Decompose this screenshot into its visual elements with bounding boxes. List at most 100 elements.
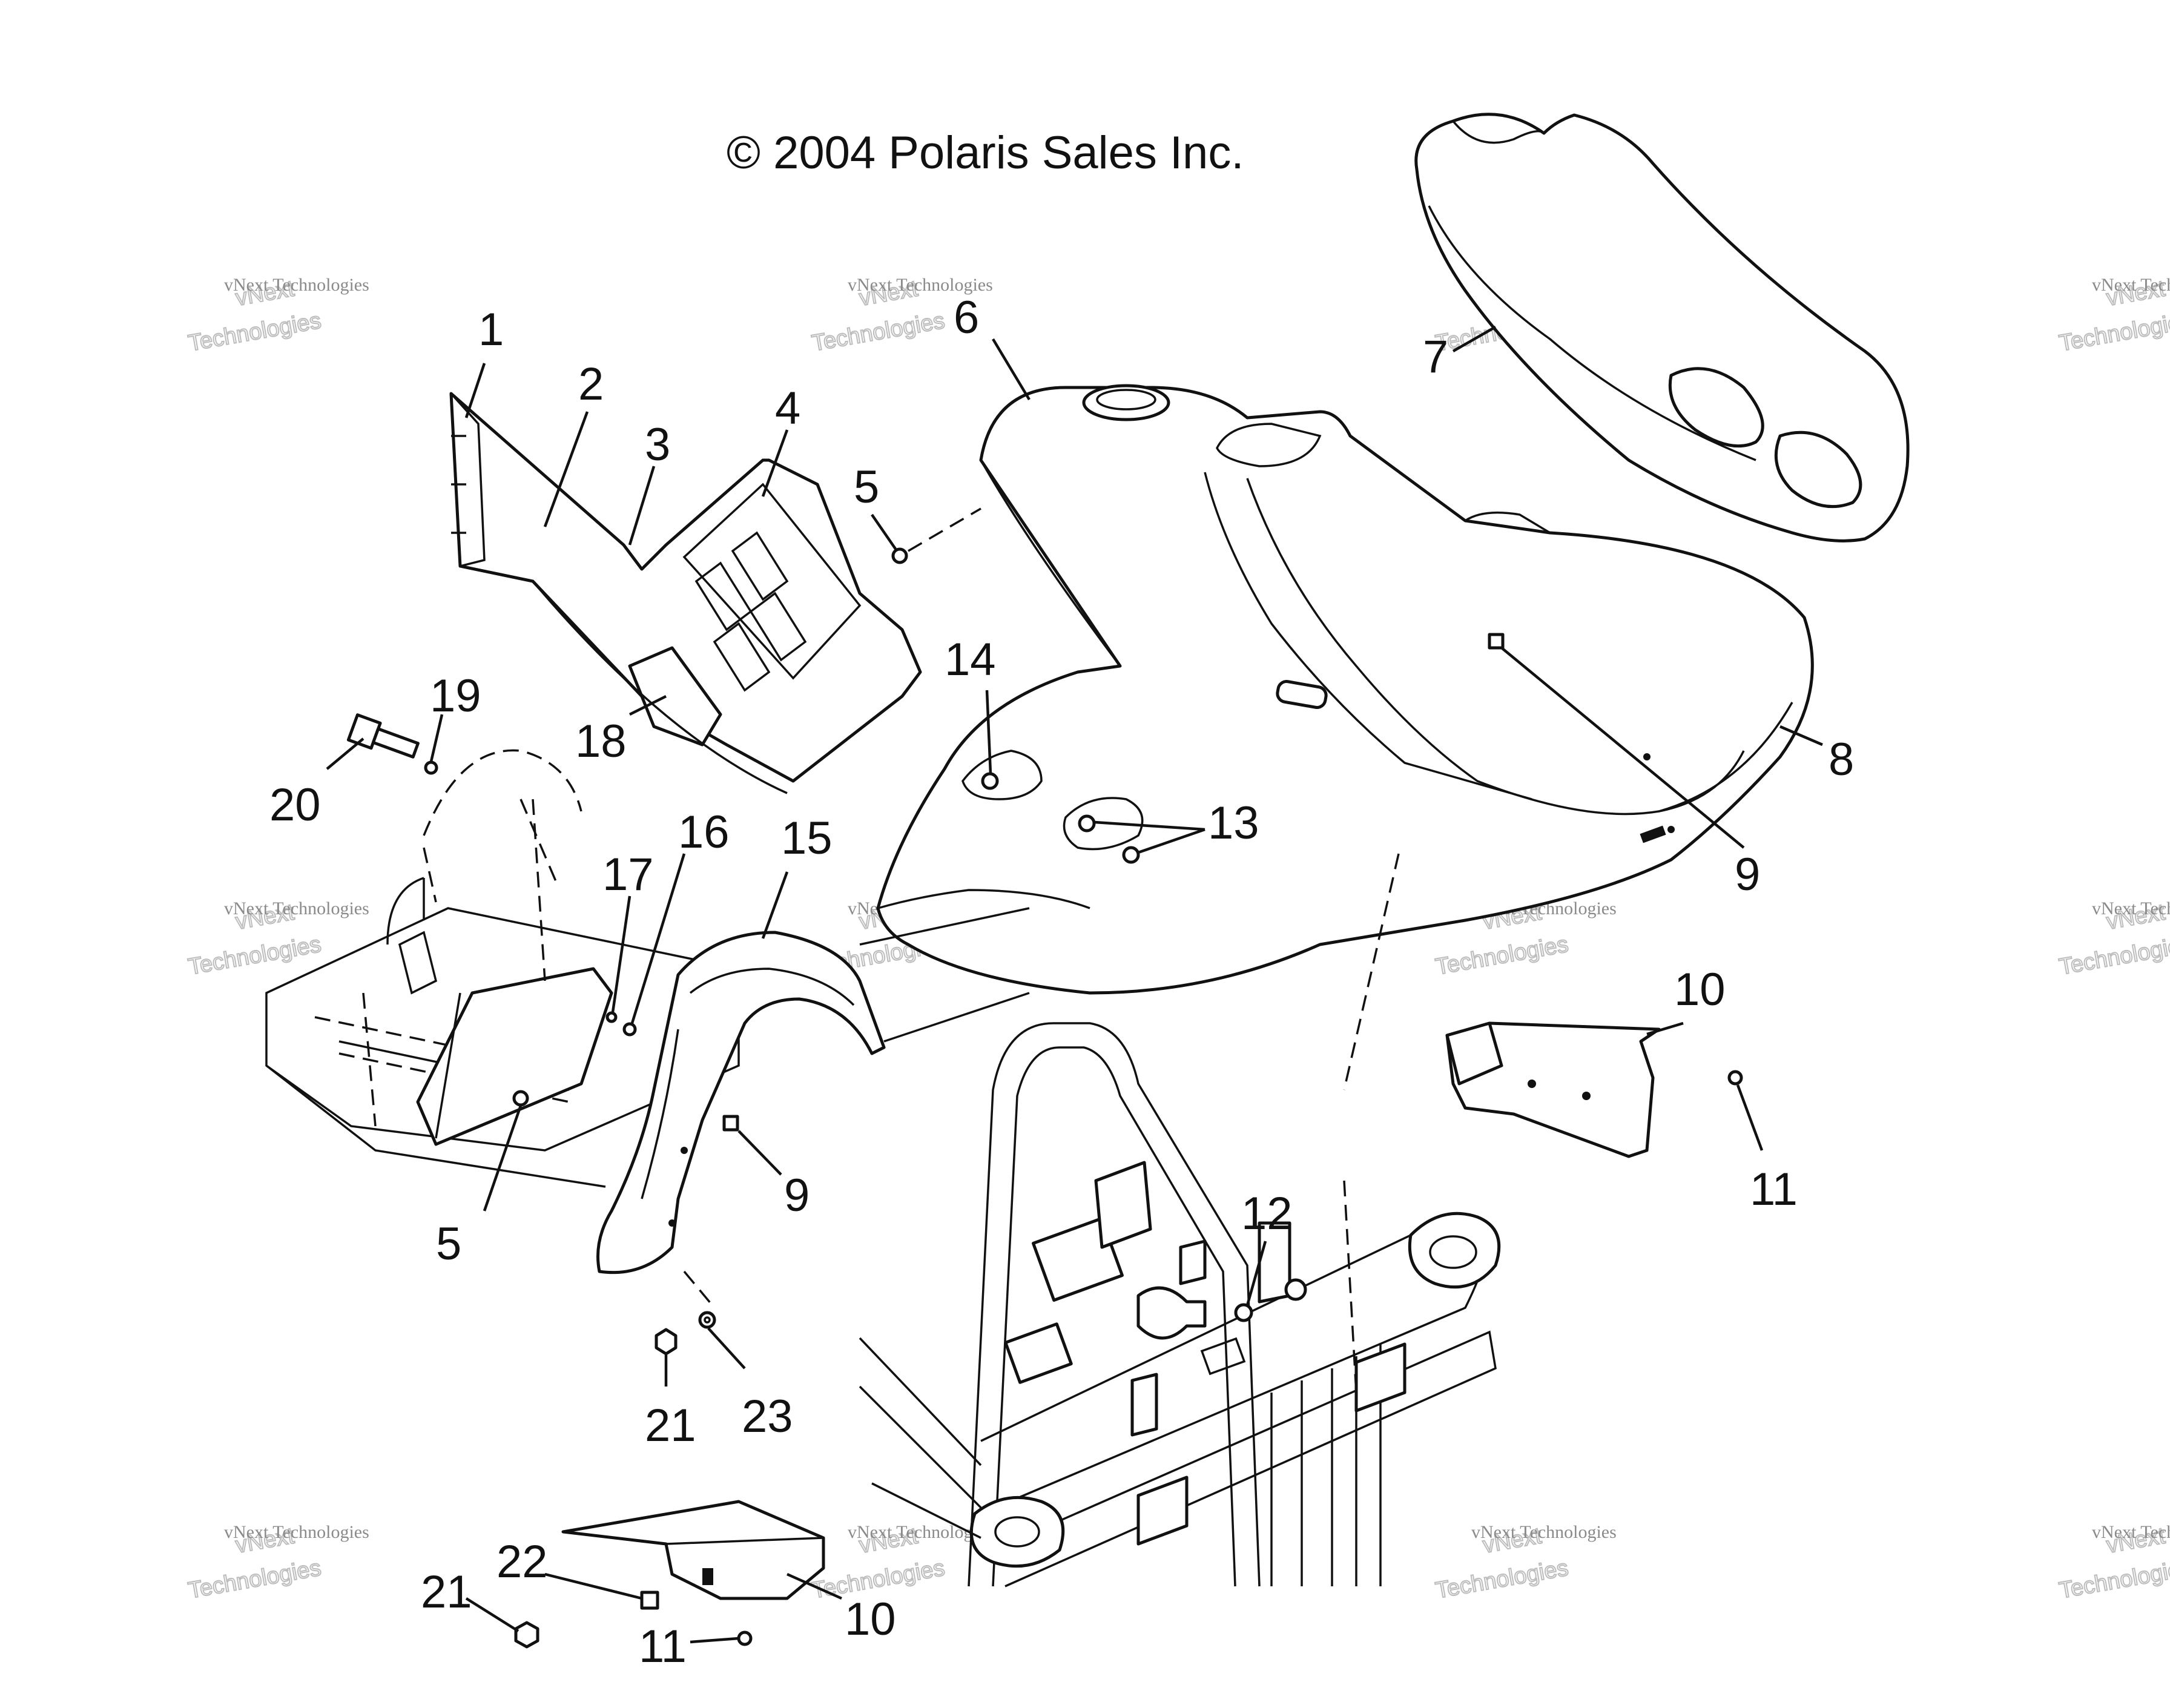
leader-2 [543, 411, 589, 527]
frame-receiver-b [1136, 1476, 1189, 1546]
frame-right-hole [1429, 1235, 1477, 1269]
plate-10-bottom [561, 1500, 825, 1600]
part-10-right-bracket [1445, 1021, 1661, 1158]
flare-hole-a [681, 1147, 688, 1154]
copyright-notice: © 2004 Polaris Sales Inc. [727, 127, 1244, 179]
part-7-seat [1414, 113, 1910, 542]
callout-4: 4 [775, 383, 800, 434]
part-6-side-crease [980, 460, 1121, 667]
frame-bracket-2 [1179, 1239, 1207, 1285]
callout-15: 15 [781, 813, 833, 864]
part-20-bolt [346, 713, 420, 759]
part-1-flange [450, 392, 486, 567]
watermark-big-bottom: Technologies [2057, 932, 2170, 980]
watermark-small: vNext Technologies [224, 275, 369, 295]
part-8-badge [1640, 825, 1666, 843]
frame-side-rail [859, 1337, 982, 1539]
leader-12 [1245, 1241, 1267, 1306]
seat-pocket-2 [1774, 430, 1862, 509]
watermark-big-bottom: Technologies [1434, 1555, 1571, 1604]
watermark-big-bottom: Technologies [186, 932, 323, 980]
callout-21-mid: 21 [645, 1400, 696, 1451]
leader-14 [985, 690, 992, 774]
frame-front-post [968, 1022, 1261, 1587]
part-11-rivet-right [1727, 1070, 1743, 1086]
callout-7: 7 [1423, 331, 1448, 383]
part-13-nut-b [1122, 846, 1140, 864]
leader-23 [707, 1327, 746, 1370]
watermark-small: vNext Technologies [224, 1522, 369, 1542]
callout-23: 23 [742, 1391, 793, 1442]
part-14-fastener [981, 772, 999, 790]
flare-hole-b [668, 1219, 676, 1227]
callout-12: 12 [1241, 1188, 1293, 1239]
callout-8: 8 [1829, 734, 1854, 785]
footwell-bracket-fold [435, 992, 461, 1139]
leader-9-flare [737, 1130, 782, 1176]
frame-receiver-a [1354, 1342, 1407, 1413]
seat-side-crease [1428, 205, 1756, 461]
leader-9-top [1500, 647, 1745, 849]
leader-13-a [1094, 820, 1205, 831]
bracket-10-right-clip [1445, 1021, 1503, 1086]
callout-13: 13 [1208, 797, 1259, 849]
part-4-vent-slot-2 [731, 531, 789, 601]
leader-22 [544, 1572, 642, 1600]
leader-5-top-dash [908, 507, 981, 552]
left-inner-panel [449, 392, 922, 794]
frame-plate-2 [1004, 1322, 1073, 1384]
callout-11-right: 11 [1750, 1164, 1798, 1215]
footwell-dashed-arch [423, 749, 582, 836]
callout-10-bottom: 10 [845, 1594, 896, 1645]
callout-19: 19 [430, 670, 481, 722]
callout-5-left: 5 [436, 1218, 461, 1270]
watermark-big-bottom: Technologies [810, 308, 947, 357]
callout-1: 1 [478, 304, 504, 355]
leader-21-bottom [465, 1597, 519, 1632]
part-1-tabs [451, 435, 466, 534]
leader-6 [992, 338, 1031, 401]
callout-14: 14 [945, 634, 996, 685]
leader-4 [761, 429, 789, 497]
part-15-flare [596, 907, 1030, 1274]
callout-16: 16 [678, 806, 730, 858]
callout-2: 2 [578, 358, 604, 410]
part-2-lower-edge [532, 580, 788, 794]
part-9-clip-flare [722, 1115, 739, 1132]
part-6-tab-14 [961, 750, 1043, 800]
watermark-big-bottom: Technologies [186, 1555, 323, 1604]
part-6-hood [876, 386, 1814, 995]
mount-line-cab [1343, 1180, 1357, 1393]
part-22-bolt [640, 1591, 659, 1610]
part-6-inner-rim [1246, 478, 1745, 816]
watermark-big-bottom: Technologies [186, 308, 323, 357]
bracket-10-right-hole-1 [1528, 1080, 1536, 1088]
frame-tab-hole [1284, 1278, 1307, 1301]
part-21-nut-mid [655, 1328, 678, 1356]
part-5-screw-left [512, 1090, 529, 1107]
watermark-big-bottom: Technologies [2057, 1555, 2170, 1604]
part-23-washer [698, 1311, 716, 1329]
part-6-center-ridge [1204, 472, 1532, 800]
leader-7 [1452, 326, 1497, 352]
frame-slot-plate [1136, 1286, 1207, 1340]
callout-20: 20 [269, 779, 321, 831]
flare-mount-lines [859, 907, 1030, 1043]
footwell-dashed-wall [423, 799, 558, 903]
part-17-washer [605, 1011, 618, 1023]
callout-3: 3 [645, 419, 670, 470]
flare-outline [596, 931, 886, 1274]
mount-line-hood [1343, 853, 1400, 1090]
callout-18: 18 [575, 716, 627, 767]
callout-17: 17 [602, 849, 654, 900]
callout-9-flare: 9 [784, 1170, 810, 1221]
front-cab-assembly [876, 384, 1814, 1393]
leader-1 [464, 363, 486, 418]
watermark-small: vNext Technologies [2092, 275, 2170, 295]
leader-5-left [483, 1105, 523, 1212]
part-4-vent-slot-4 [749, 592, 807, 662]
part-19-washer [424, 760, 438, 775]
frame-crossbar-lower [992, 1330, 1497, 1588]
leader-11-right [1736, 1084, 1764, 1151]
